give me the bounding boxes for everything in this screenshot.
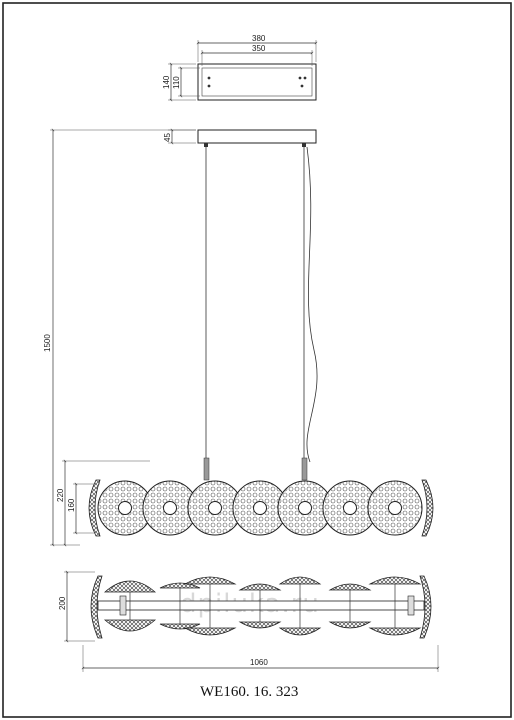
shade-wing — [238, 583, 282, 591]
shade-wing — [328, 621, 372, 629]
mount-hole — [303, 76, 307, 80]
shade-wing — [368, 627, 422, 636]
dim-ring-outer: 220 — [56, 488, 65, 502]
end-cap-left — [90, 575, 103, 639]
canopy-side — [197, 129, 317, 144]
cable-sleeve — [203, 457, 210, 481]
crystal-ring — [232, 480, 288, 536]
cable-sleeve — [301, 457, 308, 481]
end-cap-right — [421, 479, 434, 537]
dim-suspension-height: 1500 — [43, 334, 52, 352]
side-view: 45 1500 220 160 — [43, 128, 434, 547]
mount-hole — [298, 76, 302, 80]
crystal-ring — [367, 480, 423, 536]
cable-clamp — [302, 143, 306, 147]
power-cord — [306, 146, 318, 463]
model-number: WE160. 16. 323 — [200, 684, 298, 700]
shade-wing — [103, 619, 157, 632]
dim-body-width: 200 — [58, 596, 67, 610]
cable-clamp — [204, 143, 208, 147]
crystal-ring — [277, 480, 333, 536]
mount-hole — [300, 84, 304, 88]
mount-hole — [207, 76, 211, 80]
dim-total-length: 1060 — [250, 658, 268, 667]
shade-wing — [183, 627, 237, 636]
dim-canopy-height: 45 — [163, 133, 172, 142]
mount-hole — [207, 84, 211, 88]
shade-wing — [238, 621, 282, 629]
shade-wing — [278, 627, 322, 636]
end-cap-right — [419, 575, 432, 639]
dim-canopy-length-inner: 350 — [252, 44, 266, 53]
canopy-plate-inner — [201, 67, 313, 97]
shade-wing — [368, 576, 422, 585]
canopy-top-view: 380 350 140 110 — [162, 34, 318, 102]
bottom-view: 200 1060 — [58, 570, 440, 672]
shade-wing — [328, 583, 372, 591]
end-cap-left — [88, 479, 101, 537]
dim-ring-inner: 160 — [67, 498, 76, 512]
dim-canopy-width-outer: 140 — [162, 75, 171, 89]
bar-connector — [119, 595, 127, 616]
central-bar — [97, 600, 425, 611]
dim-canopy-length-outer: 380 — [252, 34, 266, 43]
shade-wing — [103, 580, 157, 593]
shade-wing — [278, 576, 322, 585]
shade-wing — [183, 576, 237, 585]
bar-connector — [407, 595, 415, 616]
dim-canopy-width-inner: 110 — [172, 76, 181, 89]
canopy-plate — [197, 63, 317, 101]
